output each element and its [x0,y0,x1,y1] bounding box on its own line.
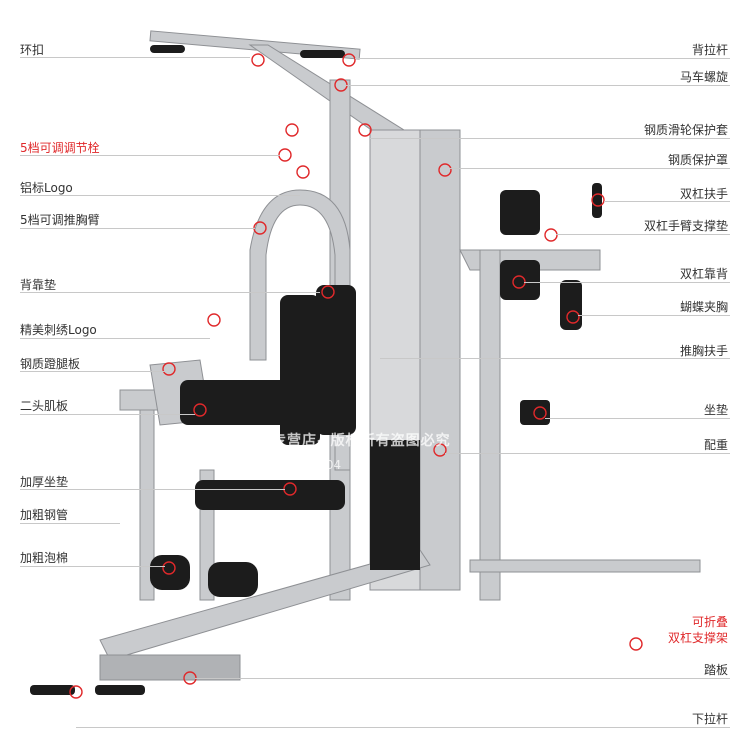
label-bicep-board: 二头肌板 [20,399,69,413]
label-carriage-bolt: 马车螺旋 [679,70,728,84]
label-lat-bar: 背拉杆 [691,43,728,57]
label-footplate: 踏板 [703,663,728,677]
label-dip-arm-pad: 双杠手臂支撑垫 [643,219,728,233]
label-adjust-pin: 5档可调调节栓 [20,141,100,155]
label-dip-backrest: 双杠靠背 [679,267,728,281]
label-press-handle: 推胸扶手 [679,344,728,358]
label-back-pad: 背靠垫 [20,278,57,292]
label-pulley-cover: 钢质滑轮保护套 [643,123,728,137]
label-low-pull-bar: 下拉杆 [691,712,728,726]
label-seat-pad: 坐垫 [703,403,728,417]
label-chest-press-arm: 5档可调推胸臂 [20,213,100,227]
label-embroidered-logo: 精美刺绣Logo [20,323,97,337]
label-aluminum-logo: 铝标Logo [20,181,73,195]
label-thick-tube: 加粗钢管 [20,508,69,522]
watermark-shop: 鑫达运动专营店--版权所有盗图必究 [212,433,451,449]
label-weight-stack: 配重 [703,438,728,452]
label-leg-plate: 钢质蹬腿板 [20,357,81,371]
label-steel-shroud: 钢质保护罩 [667,153,728,167]
label-ring-buckle: 环扣 [20,43,45,57]
label-thick-foam: 加粗泡棉 [20,551,69,565]
label-thick-seat: 加厚坐垫 [20,475,69,489]
label-foldable: 可折叠 [691,615,728,629]
watermark-phone: …0-15…-3404 [255,458,342,472]
label-butterfly: 蝴蝶夹胸 [679,300,728,314]
label-dip-handle: 双杠扶手 [679,187,728,201]
label-dip-support: 双杠支撑架 [667,631,728,645]
